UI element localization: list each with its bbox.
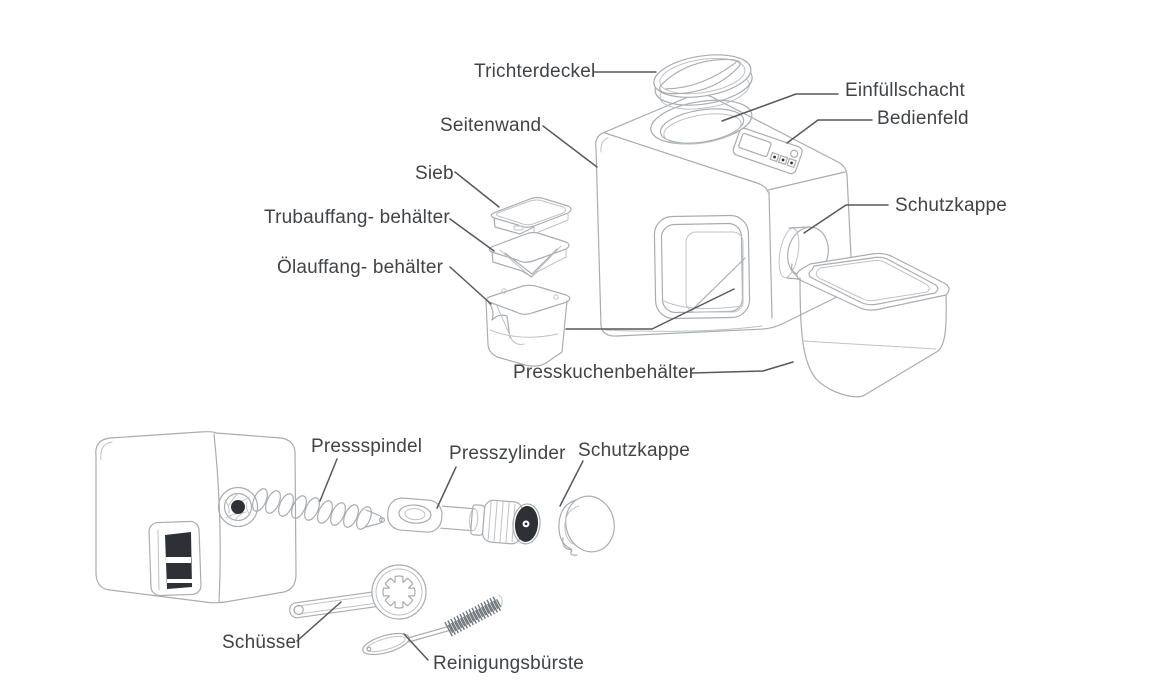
funnel-lid — [653, 54, 753, 110]
leader-window-connection — [565, 288, 735, 330]
press-cylinder — [387, 497, 541, 545]
label-einfuellschacht: Einfüllschacht — [845, 80, 966, 101]
control-panel — [732, 127, 803, 175]
wrench — [289, 564, 427, 620]
machine-body-bottom — [95, 431, 297, 604]
press-cake-window — [653, 214, 751, 320]
button-icon — [769, 152, 780, 163]
leader-reinigungsbuerste — [403, 633, 429, 661]
protective-cap-loose — [558, 495, 615, 556]
label-presskuchenbehaelter: Presskuchenbehälter — [513, 362, 696, 383]
leader-presskuchenbehaelter — [691, 361, 794, 374]
label-oelauffangbehaelter: Ölauffang- behälter — [277, 257, 444, 278]
label-bedienfeld: Bedienfeld — [877, 108, 969, 129]
leader-lines — [296, 71, 889, 661]
leader-schuessel — [296, 601, 342, 642]
label-sieb: Sieb — [415, 163, 454, 184]
label-presszylinder: Presszylinder — [449, 443, 566, 464]
leader-sieb — [454, 171, 500, 208]
press-cake-tray — [796, 252, 950, 398]
sediment-container — [488, 231, 570, 278]
leader-oelauffangbehaelter — [449, 266, 492, 305]
gear-opening — [382, 575, 416, 609]
leader-schutzkappe-oben — [803, 204, 889, 234]
label-trichterdeckel: Trichterdeckel — [474, 61, 595, 82]
label-trubauffangbehaelter: Trubauffang- behälter — [264, 207, 450, 228]
leader-pressspindel — [319, 458, 338, 502]
sieve — [490, 196, 572, 235]
button-icon — [778, 154, 789, 166]
cleaning-brush — [362, 594, 504, 656]
label-schuessel: Schüssel — [222, 632, 301, 653]
part-labels: Trichterdeckel Einfüllschacht Seitenwand… — [222, 61, 1007, 674]
label-seitenwand: Seitenwand — [440, 115, 541, 136]
button-icon — [786, 157, 797, 168]
label-schutzkappe-oben: Schutzkappe — [895, 195, 1007, 216]
leader-trubauffangbehaelter — [449, 218, 495, 252]
power-button-icon — [790, 149, 799, 158]
bottom-window — [148, 520, 202, 597]
display-screen — [738, 132, 772, 158]
press-spindle — [252, 488, 386, 530]
label-schutzkappe-unten: Schutzkappe — [578, 440, 690, 461]
leader-seitenwand — [542, 125, 598, 168]
leader-schutzkappe-unten — [559, 460, 584, 507]
leader-presszylinder — [436, 466, 457, 509]
fill-shaft-opening — [650, 99, 753, 145]
leader-einfuellschacht — [721, 93, 839, 122]
label-reinigungsbuerste: Reinigungsbürste — [433, 653, 584, 674]
label-pressspindel: Pressspindel — [311, 436, 422, 457]
oil-container — [485, 284, 571, 367]
drive-coupling — [217, 486, 259, 528]
leader-bedienfeld — [786, 119, 873, 144]
